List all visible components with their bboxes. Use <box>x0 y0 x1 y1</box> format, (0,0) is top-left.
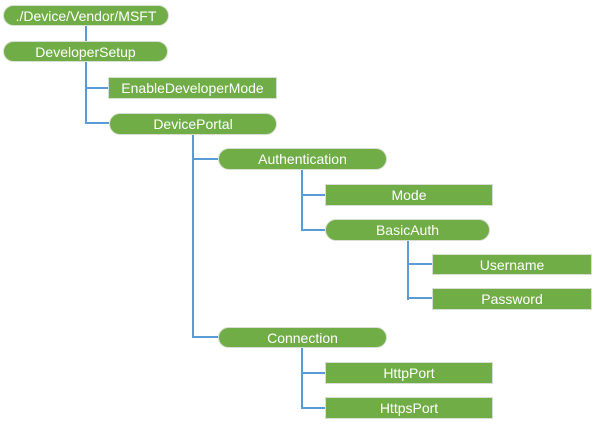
node-connection: Connection <box>218 327 387 348</box>
node-enabledevelopermode: EnableDeveloperMode <box>108 77 277 99</box>
connector-stub-username <box>407 263 432 265</box>
node-httpsport: HttpsPort <box>325 397 493 419</box>
connector-authentication-trunk <box>301 170 303 231</box>
node-developersetup: DeveloperSetup <box>3 41 168 62</box>
node-authentication: Authentication <box>218 148 387 170</box>
node-httpport: HttpPort <box>325 362 493 384</box>
connector-stub-httpport <box>301 372 325 374</box>
node-username: Username <box>432 254 592 275</box>
node-deviceportal: DevicePortal <box>109 113 277 135</box>
connector-stub-authentication <box>192 158 218 160</box>
connector-stub-enabledevelopermode <box>85 87 108 89</box>
connector-root-developersetup <box>85 25 87 41</box>
connector-connection-trunk <box>301 348 303 409</box>
node-password: Password <box>432 288 592 310</box>
connector-developersetup-trunk <box>85 62 87 124</box>
node-mode: Mode <box>325 184 493 206</box>
node-device-vendor-msft: ./Device/Vendor/MSFT <box>3 5 169 26</box>
connector-stub-basicauth <box>301 229 325 231</box>
connector-deviceportal-trunk <box>192 135 194 338</box>
node-basicauth: BasicAuth <box>325 219 490 241</box>
connector-basicauth-trunk <box>407 241 409 300</box>
connector-stub-httpsport <box>301 407 325 409</box>
connector-stub-connection <box>192 336 218 338</box>
connector-stub-mode <box>301 194 325 196</box>
connector-stub-deviceportal <box>85 122 109 124</box>
connector-stub-password <box>407 297 432 299</box>
